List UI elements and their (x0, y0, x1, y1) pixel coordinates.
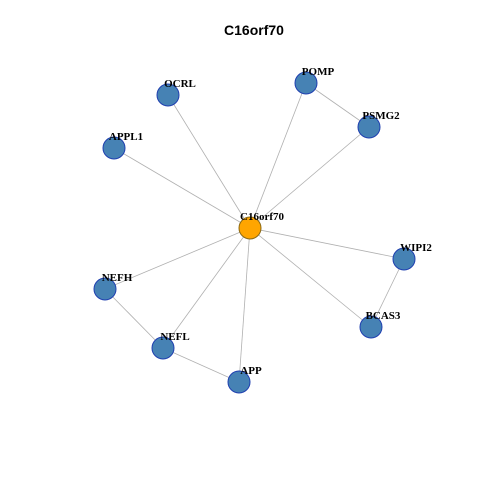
node-bcas3: BCAS3 (359, 310, 401, 339)
node-label-nefl: NEFL (160, 331, 189, 343)
node-circle-nefh (93, 277, 117, 301)
node-c16orf70: C16orf70 (238, 211, 284, 240)
edge-nefh-nefl (104, 288, 164, 349)
node-wipi2: WIPI2 (392, 242, 432, 271)
node-circle-app (227, 370, 251, 394)
node-appl1: APPL1 (102, 131, 143, 160)
node-circle-psmg2 (357, 115, 381, 139)
diagram-title: C16orf70 (224, 22, 284, 38)
edge-c16orf70-pomp (249, 82, 307, 229)
node-circle-c16orf70 (238, 216, 262, 240)
edge-layer (104, 82, 405, 383)
node-label-wipi2: WIPI2 (400, 242, 432, 254)
node-circle-appl1 (102, 136, 126, 160)
node-circle-pomp (294, 71, 318, 95)
edge-c16orf70-ocrl (167, 94, 251, 229)
node-label-ocrl: OCRL (164, 78, 196, 90)
node-circle-nefl (151, 336, 175, 360)
node-label-c16orf70: C16orf70 (240, 211, 284, 223)
edge-wipi2-bcas3 (370, 258, 405, 328)
node-label-appl1: APPL1 (109, 131, 143, 143)
edge-pomp-psmg2 (305, 82, 370, 128)
edge-c16orf70-appl1 (113, 147, 251, 229)
node-nefh: NEFH (93, 272, 133, 301)
edge-c16orf70-nefh (104, 227, 251, 290)
edge-c16orf70-nefl (162, 227, 251, 349)
node-label-bcas3: BCAS3 (366, 310, 401, 322)
node-label-pomp: POMP (302, 66, 335, 78)
edge-c16orf70-bcas3 (249, 227, 372, 328)
node-circle-wipi2 (392, 247, 416, 271)
node-ocrl: OCRL (156, 78, 196, 107)
node-app: APP (227, 365, 262, 394)
node-psmg2: PSMG2 (357, 110, 400, 139)
node-circle-bcas3 (359, 315, 383, 339)
node-label-psmg2: PSMG2 (362, 110, 400, 122)
node-label-app: APP (240, 365, 262, 377)
edge-nefl-app (162, 347, 240, 383)
edge-c16orf70-psmg2 (249, 126, 370, 229)
node-pomp: POMP (294, 66, 335, 95)
edge-c16orf70-app (238, 227, 251, 383)
edge-c16orf70-wipi2 (249, 227, 405, 260)
node-circle-ocrl (156, 83, 180, 107)
node-nefl: NEFL (151, 331, 190, 360)
node-label-nefh: NEFH (102, 272, 133, 284)
